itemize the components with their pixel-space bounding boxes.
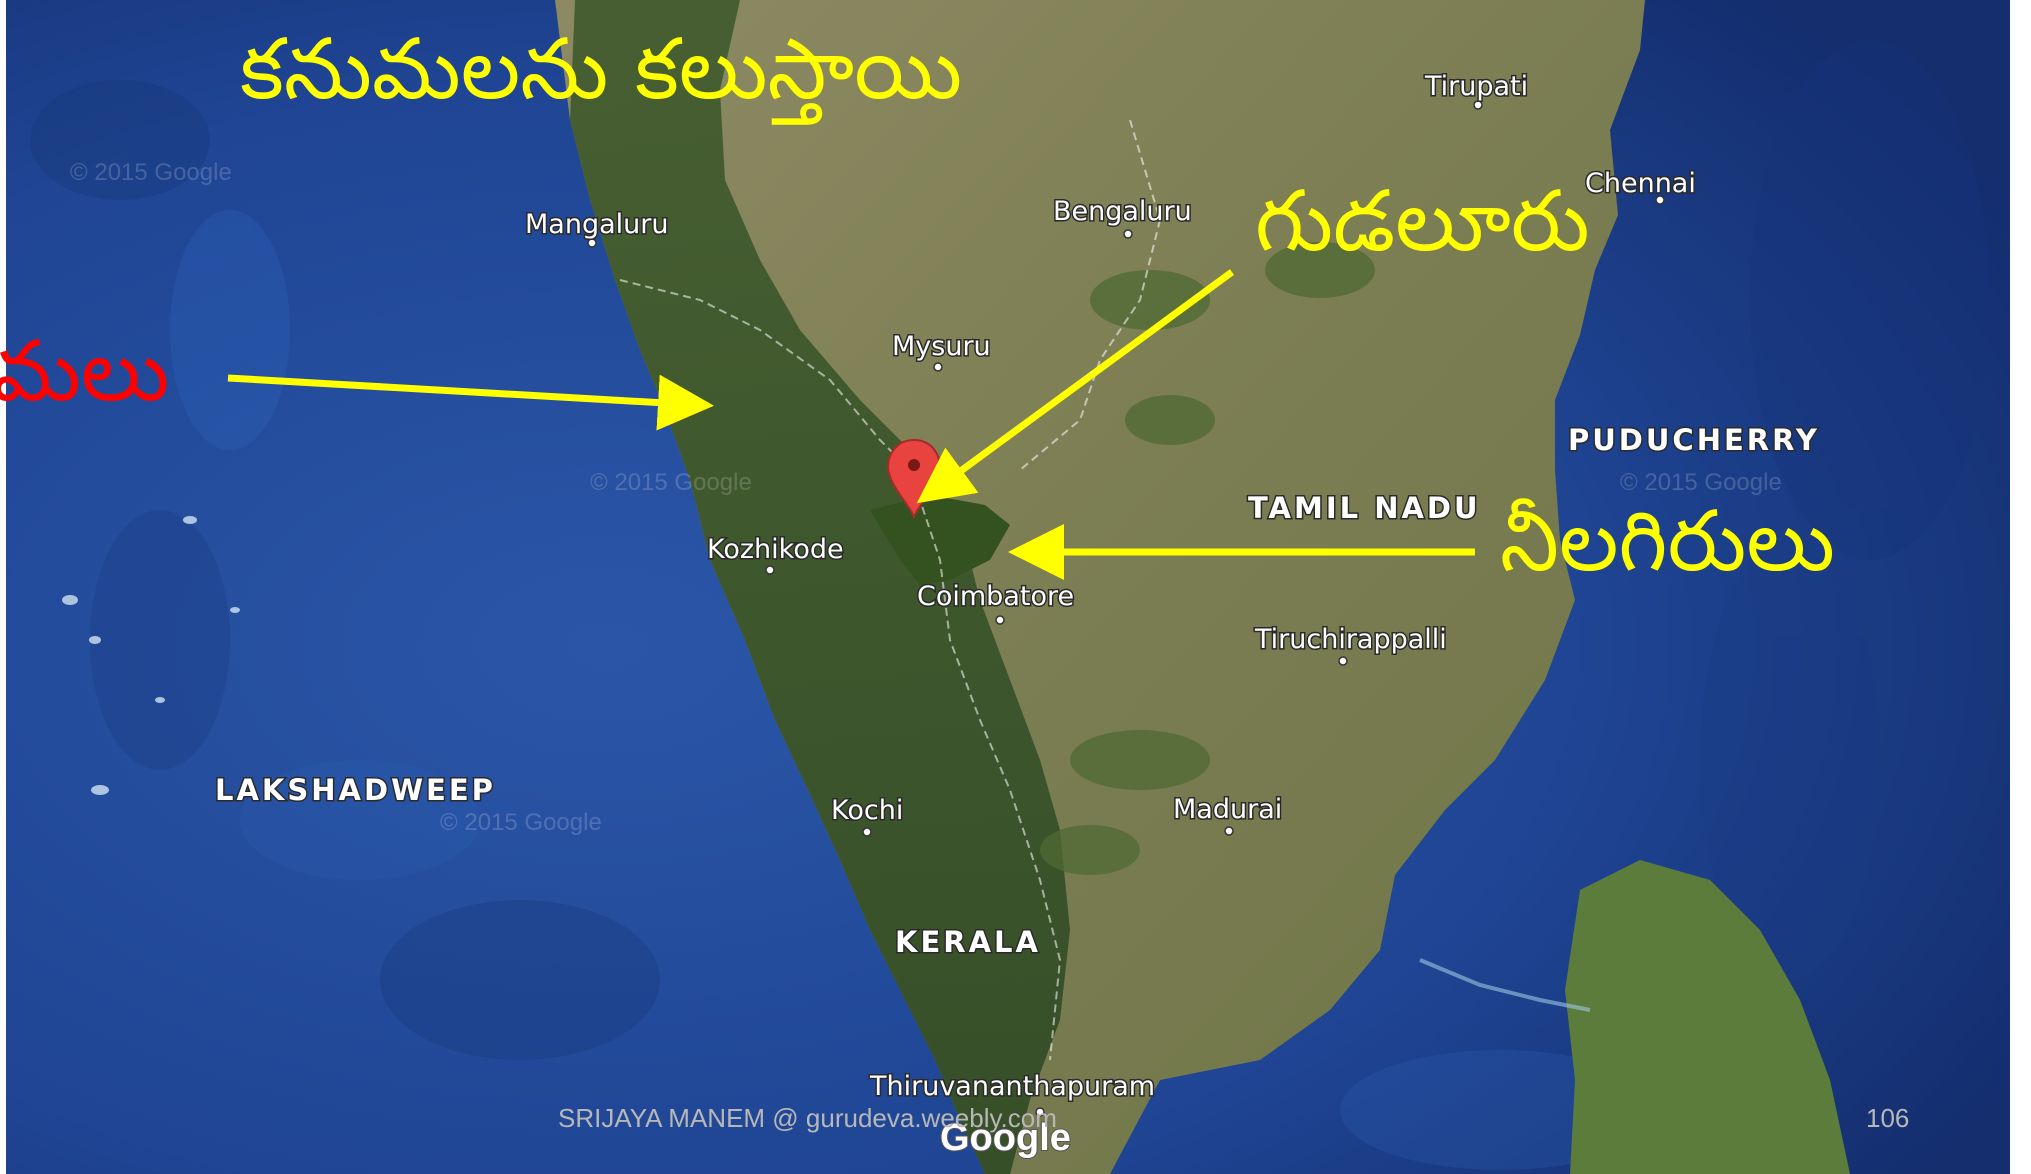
city-label-mangaluru: Mangaluru: [525, 209, 668, 240]
region-label-kerala: KERALA: [895, 925, 1041, 959]
city-label-tiruchirappalli: Tiruchirappalli: [1254, 624, 1447, 655]
city-label-kochi: Kochi: [831, 795, 903, 826]
city-label-madurai: Madurai: [1173, 794, 1282, 825]
annotation-gudalur: గుడలూరు: [1255, 172, 1590, 270]
city-label-tirupati: Tirupati: [1424, 71, 1528, 102]
region-label-lakshadweep: LAKSHADWEEP: [215, 773, 496, 807]
arrow-to-gudalur: [916, 269, 1235, 504]
map-watermark: © 2015 Google: [590, 469, 752, 496]
lakshadweep-islands: [62, 516, 240, 795]
region-label-puducherry: PUDUCHERRY: [1568, 423, 1820, 457]
city-label-mysuru: Mysuru: [892, 331, 991, 362]
map-watermark: © 2015 Google: [1620, 469, 1782, 496]
google-logo: Google: [940, 1117, 1071, 1159]
sri-lanka: [1565, 860, 1850, 1174]
slide-number: 106: [1866, 1103, 1909, 1133]
city-dots: [587, 100, 1665, 1117]
arrow-to-ghats: [227, 374, 714, 431]
eastern-ghats: [1040, 242, 1375, 875]
city-label-chennai: Chennai: [1585, 168, 1696, 199]
city-label-kozhikode: Kozhikode: [707, 534, 844, 565]
slide-title: కనుమలను కలుస్తాయి: [240, 20, 962, 125]
nilgiri-hills: [870, 495, 1010, 585]
india-peninsula: [555, 0, 1645, 1174]
annotation-nilgiris: నీలగిరులు: [1500, 492, 1835, 590]
city-label-thiruvananthapuram: Thiruvananthapuram: [869, 1071, 1155, 1102]
city-label-bengaluru: Bengaluru: [1053, 196, 1192, 227]
ocean-texture: [30, 40, 1990, 1170]
map-watermark: © 2015 Google: [70, 159, 232, 186]
annotation-ghats: మలు: [0, 322, 170, 420]
city-label-coimbatore: Coimbatore: [917, 581, 1074, 612]
map-watermarks: © 2015 Google © 2015 Google © 2015 Googl…: [70, 159, 1782, 836]
map-watermark: © 2015 Google: [440, 809, 602, 836]
state-borders: [619, 119, 1162, 1061]
annotation-arrows: [227, 269, 1475, 580]
region-label-tamil-nadu: TAMIL NADU: [1248, 491, 1481, 525]
slide-footer: SRIJAYA MANEM @ gurudeva.weebly.com: [558, 1103, 1057, 1133]
adams-bridge: [1419, 958, 1591, 1012]
western-ghats: [570, 0, 1070, 1174]
